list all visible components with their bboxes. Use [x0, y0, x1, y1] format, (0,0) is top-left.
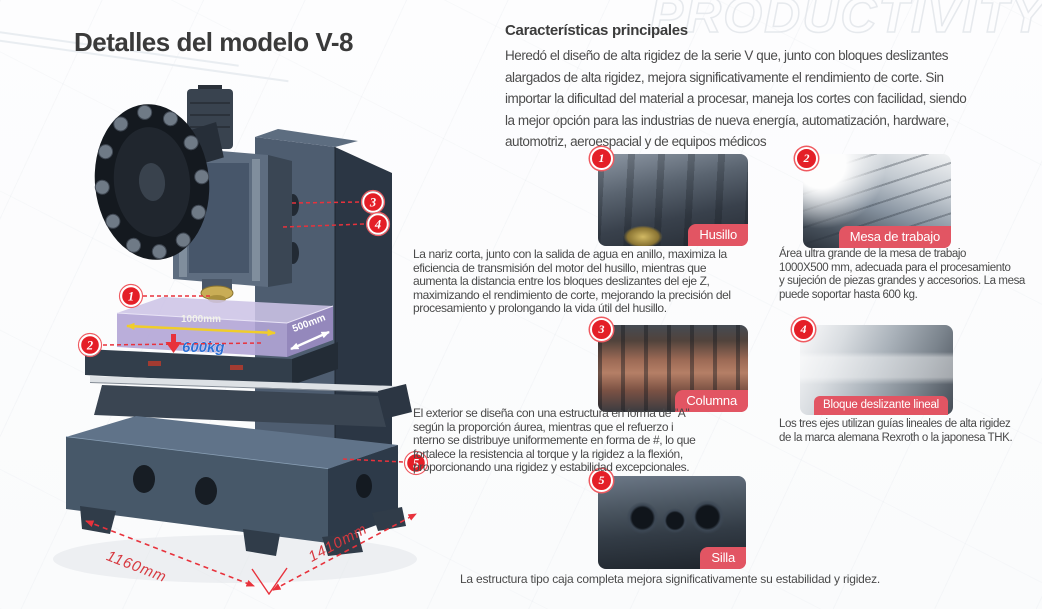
- feature-card-silla: Silla 5: [590, 469, 746, 569]
- callout-badge-5: 5: [403, 450, 429, 476]
- svg-text:3: 3: [369, 196, 376, 210]
- feature-card-columna: Columna 3: [590, 318, 748, 412]
- callout-badge-1: 1: [118, 283, 144, 309]
- intro-paragraph: Heredó el diseño de alta rigidez de la s…: [505, 48, 967, 150]
- machine-table-saddle: [85, 342, 338, 385]
- feature-label-mesa: Mesa de trabajo: [838, 226, 951, 248]
- svg-text:4: 4: [374, 218, 381, 232]
- feature-number-badge: 2: [795, 147, 818, 170]
- feature-number-badge: 5: [590, 469, 613, 492]
- svg-text:2: 2: [86, 339, 93, 353]
- feature-card-mesa: Mesa de trabajo 2: [795, 147, 951, 248]
- callout-badge-2: 2: [77, 332, 103, 358]
- feature-card-husillo: Husillo 1: [590, 147, 748, 246]
- feature-label-columna: Columna: [675, 390, 748, 412]
- callout-badge-4: 4: [365, 211, 391, 237]
- width-dimension-label: 1000mm: [181, 314, 221, 325]
- feature-number-badge: 3: [590, 318, 613, 341]
- feature-text-columna: El exterior se diseña con una estructura…: [413, 406, 696, 475]
- section-heading: Características principales: [505, 22, 688, 39]
- page-title: Detalles del modelo V-8: [74, 27, 353, 57]
- feature-text-husillo: La nariz corta, junto con la salida de a…: [413, 247, 731, 316]
- feature-number-badge: 1: [590, 147, 613, 170]
- watermark-text: PRODUCTIVITY: [649, 0, 1042, 44]
- svg-text:1: 1: [128, 290, 134, 304]
- callout-badge-3: 3: [360, 189, 386, 215]
- machine-cross-slide: [89, 376, 412, 427]
- callout-lines: [102, 201, 404, 463]
- feature-card-bloque: Bloque deslizante lineal 4: [792, 318, 953, 415]
- feature-text-silla-footer: La estructura tipo caja completa mejora …: [459, 572, 881, 586]
- feature-label-husillo: Husillo: [688, 224, 748, 246]
- load-capacity-label: 600kg: [182, 339, 225, 356]
- feature-label-silla: Silla: [700, 547, 746, 569]
- svg-text:5: 5: [413, 457, 419, 471]
- machine-illustration: 1000mm 500mm 600kg: [53, 85, 429, 595]
- feature-number-badge: 4: [792, 318, 815, 341]
- envelope-dimensions: 1000mm 500mm 600kg: [126, 312, 330, 356]
- feature-text-mesa: Área ultra grande de la mesa de trabajo …: [779, 248, 1025, 301]
- feature-label-bloque: Bloque deslizante lineal: [814, 396, 949, 415]
- feature-text-bloque: Los tres ejes utilizan guías lineales de…: [779, 418, 1013, 444]
- tool-magazine: [94, 104, 224, 260]
